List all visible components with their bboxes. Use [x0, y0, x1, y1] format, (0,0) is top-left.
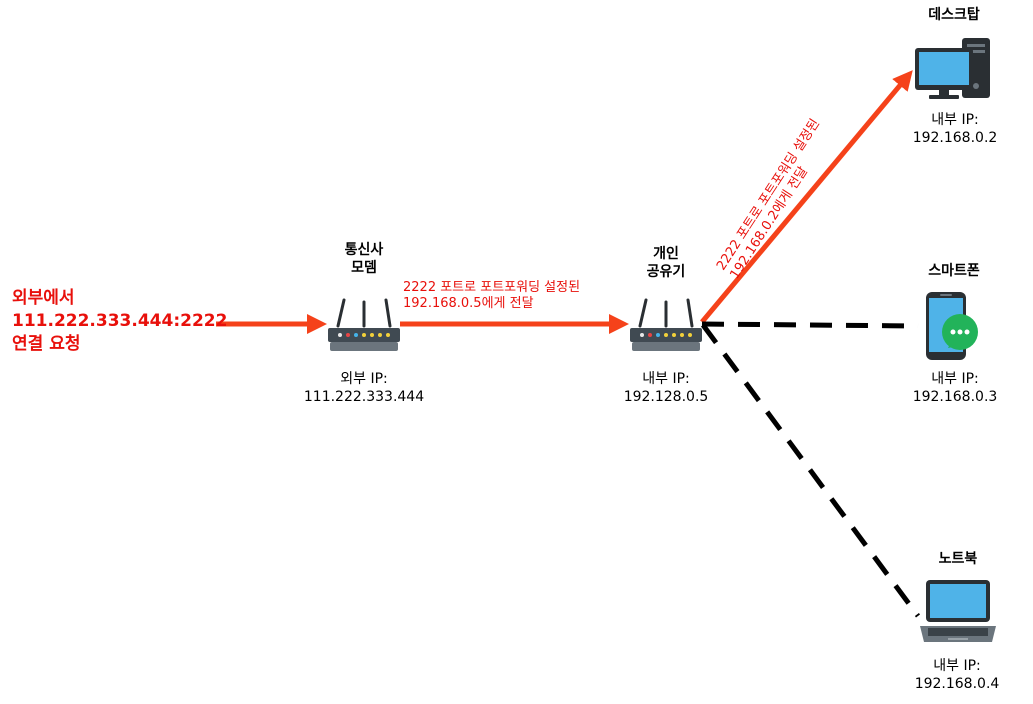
external-request-label: 외부에서 111.222.333.444:2222 연결 요청: [12, 287, 227, 356]
ip-label: 외부 IP:: [340, 371, 388, 387]
laptop-icon: [920, 580, 996, 642]
smartphone-icon: [926, 292, 978, 360]
ip-value: 192.168.0.2: [912, 130, 998, 146]
modem-ip: 외부 IP: 111.222.333.444: [294, 370, 434, 406]
arrow-router-to-desktop: [700, 70, 913, 324]
edge-label-modem-router: 2222 포트로 포트포워딩 설정된 192.168.0.5에게 전달: [403, 280, 581, 311]
desktop-title: 데스크탑: [928, 7, 980, 23]
smartphone-ip: 내부 IP: 192.168.0.3: [900, 370, 1010, 406]
router-icon: [328, 298, 400, 351]
request-line: 연결 요청: [12, 334, 81, 354]
ip-value: 192.168.0.4: [914, 676, 1000, 692]
request-line: 외부에서: [12, 288, 75, 308]
ip-label: 내부 IP:: [931, 371, 979, 387]
modem-title: 통신사 모뎀: [344, 242, 384, 276]
laptop-ip: 내부 IP: 192.168.0.4: [902, 657, 1012, 693]
router-icon: [630, 298, 702, 351]
smartphone-title: 스마트폰: [928, 263, 980, 279]
desktop-ip: 내부 IP: 192.168.0.2: [900, 111, 1010, 147]
request-line: 111.222.333.444:2222: [12, 311, 228, 331]
ip-label: 내부 IP:: [642, 371, 690, 387]
router-ip: 내부 IP: 192.128.0.5: [606, 370, 726, 406]
ip-label: 내부 IP:: [931, 112, 979, 128]
ip-value: 111.222.333.444: [303, 389, 425, 405]
laptop-title: 노트북: [938, 551, 978, 567]
ip-label: 내부 IP:: [933, 658, 981, 674]
ip-value: 192.128.0.5: [623, 389, 709, 405]
router-title: 개인 공유기: [646, 246, 686, 280]
dashed-router-to-smartphone: [701, 321, 919, 329]
dashed-router-to-laptop: [700, 323, 921, 618]
desktop-icon: [915, 38, 990, 99]
ip-value: 192.168.0.3: [912, 389, 998, 405]
